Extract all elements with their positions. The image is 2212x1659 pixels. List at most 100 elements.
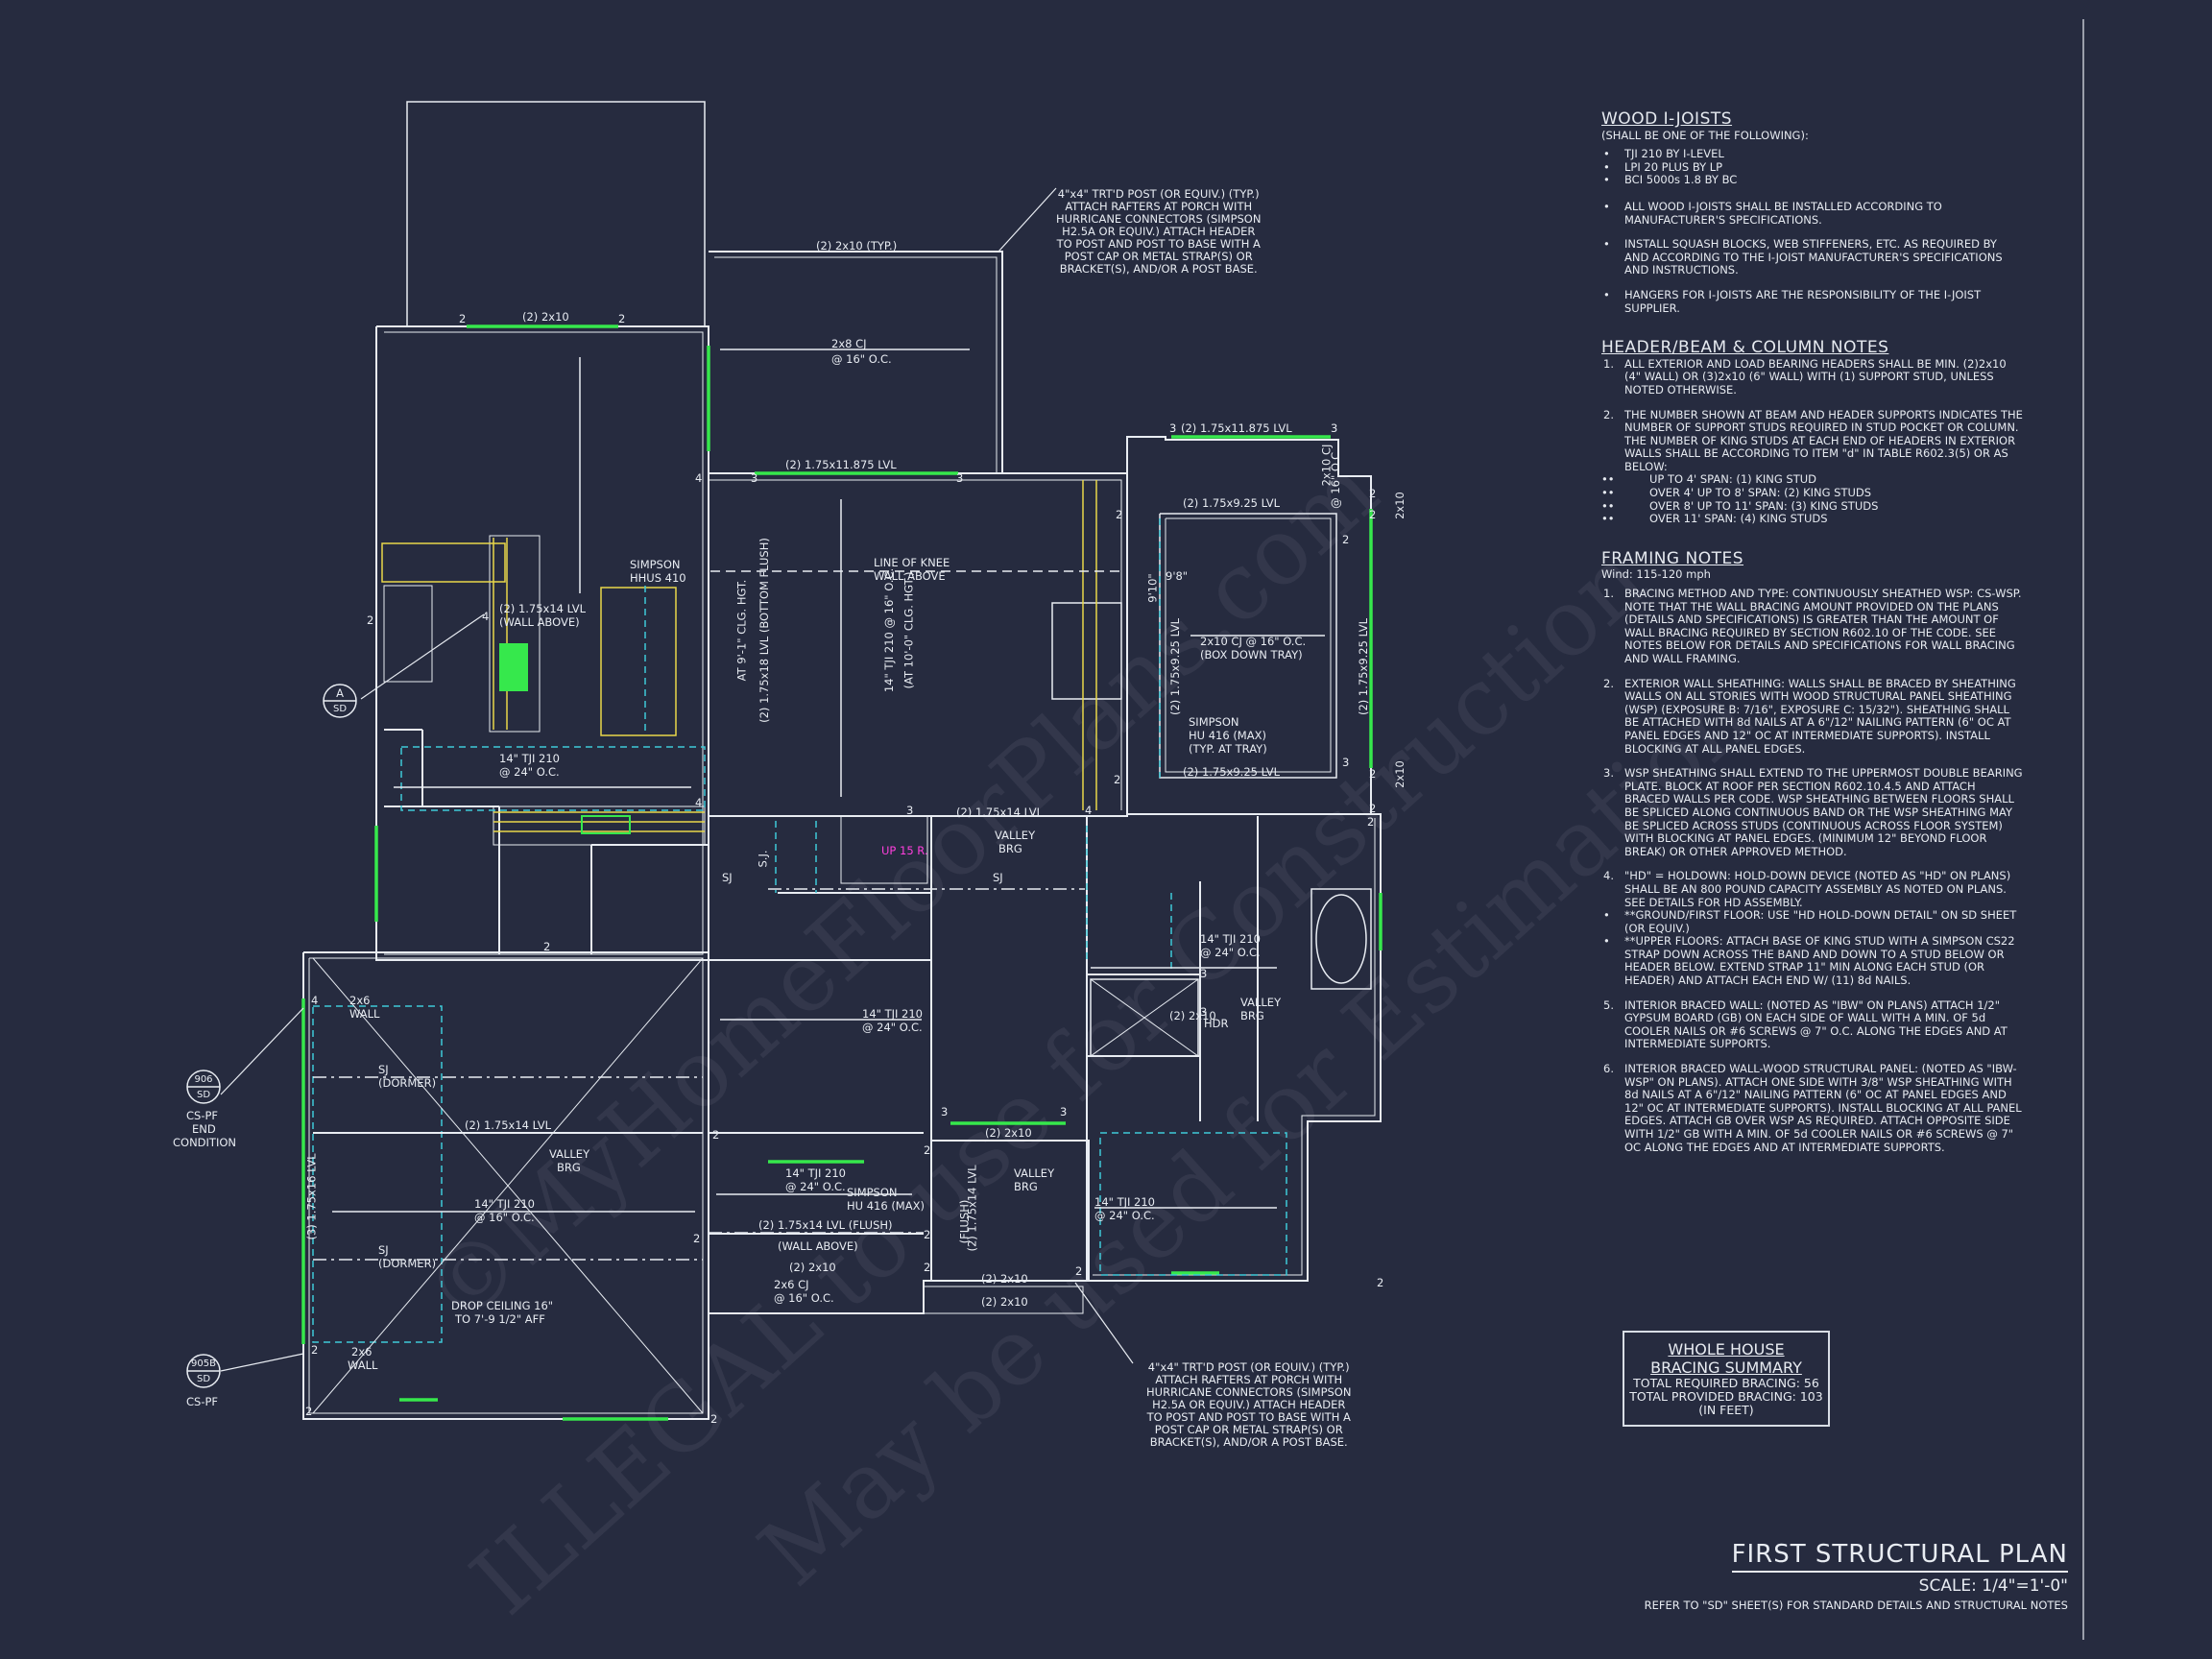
plan-label: (2) 2x10 [789, 1261, 836, 1274]
plan-label: @ 16" O.C. [831, 352, 892, 366]
plan-label: (2) 1.75x11.875 LVL [785, 458, 897, 471]
support-count: 2 [618, 312, 626, 325]
summary-provided: TOTAL PROVIDED BRACING: 103 [1629, 1389, 1823, 1404]
support-count: 3 [941, 1105, 949, 1118]
sheet-reference: REFER TO "SD" SHEET(S) FOR STANDARD DETA… [1644, 1599, 2068, 1612]
stair-landing [381, 542, 506, 583]
summary-required: TOTAL REQUIRED BRACING: 56 [1633, 1376, 1819, 1390]
plan-label: (AT 10'-0" CLG. HGT.) [902, 571, 916, 689]
list-item: 6.INTERIOR BRACED WALL-WOOD STRUCTURAL P… [1603, 1062, 2022, 1154]
range [499, 643, 528, 691]
green-headers [301, 325, 1382, 1421]
plan-label: SJ [378, 1063, 389, 1076]
leaders [220, 187, 1134, 1372]
marker-a-bot: SD [332, 704, 348, 714]
plan-label: (2) 2x10 (TYP.) [816, 239, 898, 252]
list-item: ••OVER 4' UP TO 8' SPAN: (2) KING STUDS [1601, 486, 1872, 500]
list-item: •ALL WOOD I-JOISTS SHALL BE INSTALLED AC… [1603, 199, 1942, 227]
plan-label: WALL [348, 1358, 378, 1372]
support-count: 2 [1369, 802, 1377, 815]
plan-label: 14" TJI 210 [474, 1197, 535, 1211]
list-item: ••UP TO 4' SPAN: (1) KING STUD [1601, 472, 1817, 487]
support-count: 2 [1367, 815, 1375, 829]
plan-label: HHUS 410 [630, 571, 686, 585]
porch-top [709, 251, 1003, 473]
plan-label: 9'8" [1166, 569, 1189, 583]
support-count: 3 [1200, 1005, 1208, 1019]
plan-label: VALLEY [549, 1147, 590, 1161]
plan-label: SIMPSON [847, 1186, 898, 1199]
list-item: •TJI 210 BY I-LEVEL [1603, 147, 1724, 161]
list-item: •INSTALL SQUASH BLOCKS, WEB STIFFENERS, … [1603, 237, 2003, 277]
marker-a-top: A [336, 686, 344, 700]
plan-label: SJ [378, 1243, 389, 1257]
list-item: 1.ALL EXTERIOR AND LOAD BEARING HEADERS … [1603, 356, 2007, 397]
support-count: 2 [305, 1405, 313, 1418]
support-count: 3 [1331, 421, 1338, 435]
support-count: 4 [1085, 804, 1093, 817]
plan-label: (2) 1.75x14 LVL [499, 602, 587, 615]
list-item: 3.WSP SHEATHING SHALL EXTEND TO THE UPPE… [1603, 766, 2023, 858]
support-count: 3 [751, 471, 758, 485]
support-count: 3 [956, 471, 964, 485]
section-markers [186, 684, 357, 1388]
plan-label: SIMPSON [630, 558, 681, 571]
plan-label: (2) 2x10 [985, 1126, 1032, 1140]
plan-label: HDR [1204, 1017, 1229, 1030]
support-count: 2 [1116, 508, 1123, 521]
support-count: 2 [1369, 508, 1377, 521]
plan-label: @ 16" O.C. [474, 1211, 535, 1224]
plan-label: END [192, 1122, 216, 1136]
plan-label: (2) 2x10 [522, 310, 569, 324]
plan-label: (2) 2x10 [981, 1295, 1028, 1309]
plan-label: (2) 2x10 [981, 1272, 1028, 1286]
support-count: 2 [693, 1232, 701, 1245]
list-item: 2.THE NUMBER SHOWN AT BEAM AND HEADER SU… [1603, 407, 2023, 473]
plan-label: @ 24" O.C. [785, 1180, 846, 1193]
leader-porch-top [998, 187, 1057, 252]
support-count: 2 [1075, 1264, 1083, 1278]
plan-label: SJ [993, 871, 1003, 884]
kitchen-island [600, 587, 677, 736]
list-item: ••OVER 11' SPAN: (4) KING STUDS [1601, 512, 1828, 526]
plan-label: (DORMER) [378, 1257, 437, 1270]
plan-label: HU 416 (MAX) [1189, 729, 1266, 742]
plan-label: VALLEY [1014, 1166, 1055, 1180]
garage-block [375, 325, 709, 961]
list-item: •LPI 20 PLUS BY LP [1603, 159, 1723, 174]
dash-kitchen [400, 746, 706, 811]
plan-label: (WALL ABOVE) [499, 615, 580, 629]
center-block-inner [709, 479, 1122, 810]
plan-label: (2) 2x10 [1169, 1009, 1216, 1022]
notes-header-title: HEADER/BEAM & COLUMN NOTES [1601, 338, 1889, 358]
leader-section-a [360, 613, 485, 700]
support-count: 2 [1369, 487, 1377, 500]
yellow-framing [381, 480, 1097, 832]
plan-label: BRG [1014, 1180, 1038, 1193]
plan-label: CONDITION [173, 1136, 237, 1149]
marker-905b-top: 905B [191, 1358, 216, 1369]
list-item: ••OVER 8' UP TO 11' SPAN: (3) KING STUDS [1601, 498, 1879, 513]
plan-label: BRG [1240, 1009, 1264, 1022]
plan-label: (2) 1.75x18 LVL (BOTTOM FLUSH) [757, 538, 771, 723]
plan-label: SJ [722, 871, 733, 884]
marker-906-top: 906 [194, 1074, 213, 1085]
plan-label: SIMPSON [1189, 715, 1239, 729]
plan-label: DROP CEILING 16" [451, 1299, 554, 1312]
summary-unit: (IN FEET) [1698, 1403, 1754, 1417]
support-count: 2 [367, 613, 374, 627]
plan-label: TO 7'-9 1/2" AFF [455, 1312, 545, 1326]
notes-framing-title: FRAMING NOTES [1601, 548, 1744, 568]
plan-label: BRG [998, 842, 1022, 855]
notes-ijoists-title: WOOD I-JOISTS [1601, 109, 1733, 129]
dormer-zone [312, 1005, 443, 1343]
marker-906-bot: SD [196, 1090, 211, 1100]
plan-label: (2) 1.75x9.25 LVL [1183, 765, 1281, 779]
plan-label: 2x10 [1392, 492, 1407, 519]
sheet-title: FIRST STRUCTURAL PLAN [1731, 1540, 2068, 1573]
master-bath [1086, 813, 1382, 1282]
appliance [383, 585, 433, 683]
garage-block-inner [384, 331, 704, 955]
